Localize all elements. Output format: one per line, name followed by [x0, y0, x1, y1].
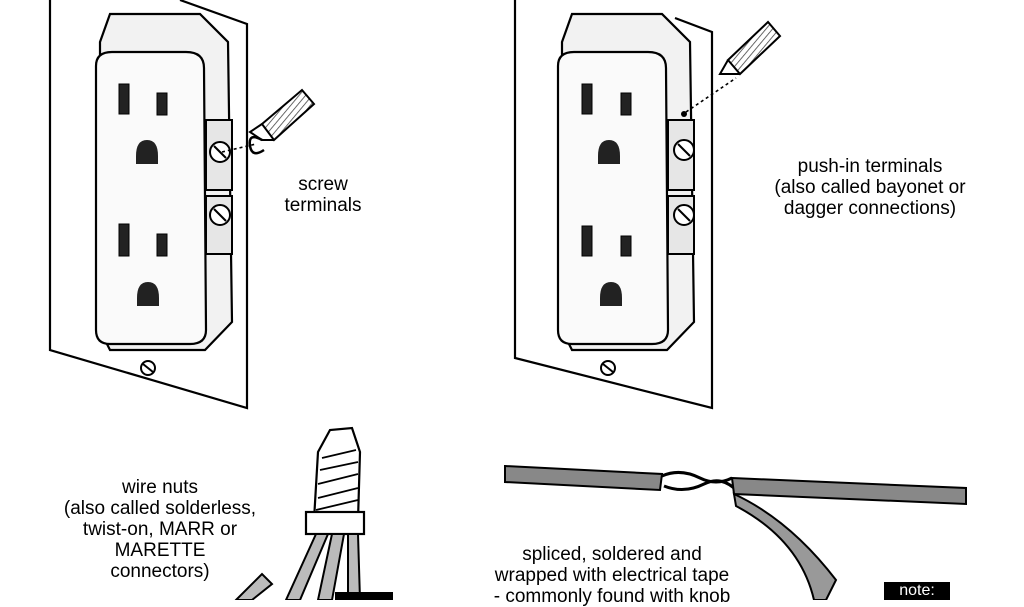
wall-plate-right — [513, 0, 714, 410]
slot-upper-neutral-right — [581, 83, 593, 115]
outlet-push-in-terminals — [513, 0, 782, 410]
wires-from-nut — [234, 533, 362, 600]
wire-hook-left — [248, 135, 265, 155]
slot-lower-neutral-right — [581, 225, 593, 257]
receptacle-face-left — [94, 50, 208, 346]
plate-screw-bottom-right — [600, 360, 616, 376]
ground-upper-right — [598, 140, 620, 164]
ground-lower-right — [600, 282, 622, 306]
outlet-screw-terminals — [48, 0, 316, 410]
slot-upper-hot-left — [156, 92, 168, 116]
wire-right — [718, 20, 782, 76]
screw-terminal-upper-left — [209, 141, 231, 163]
wall-plate-left — [48, 0, 249, 410]
slot-lower-hot-left — [156, 233, 168, 257]
push-in-hole — [681, 111, 687, 117]
label-spliced: spliced, soldered and wrapped with elect… — [493, 544, 731, 607]
receptacle-face-right — [556, 50, 670, 346]
label-screw-terminals: screw terminals — [284, 174, 362, 216]
slot-lower-hot-right — [620, 235, 632, 257]
spliced-wire — [504, 464, 967, 600]
label-wire-nuts: wire nuts (also called solderless, twist… — [63, 477, 257, 582]
plate-screw-bottom-left — [140, 360, 156, 376]
ground-upper-left — [136, 140, 158, 164]
wire-left — [248, 88, 316, 142]
slot-upper-hot-right — [620, 92, 632, 116]
screw-terminal-lower-right — [673, 204, 695, 226]
wire-nut — [234, 426, 366, 600]
slot-upper-neutral-left — [118, 83, 130, 115]
black-tag — [335, 592, 393, 600]
slot-lower-neutral-left — [118, 223, 130, 257]
screw-terminal-lower-left — [209, 204, 231, 226]
ground-lower-left — [137, 282, 159, 306]
screw-terminal-upper-right — [673, 139, 695, 161]
note-label: note: — [884, 582, 950, 600]
label-push-in-terminals: push-in terminals (also called bayonet o… — [774, 156, 966, 219]
